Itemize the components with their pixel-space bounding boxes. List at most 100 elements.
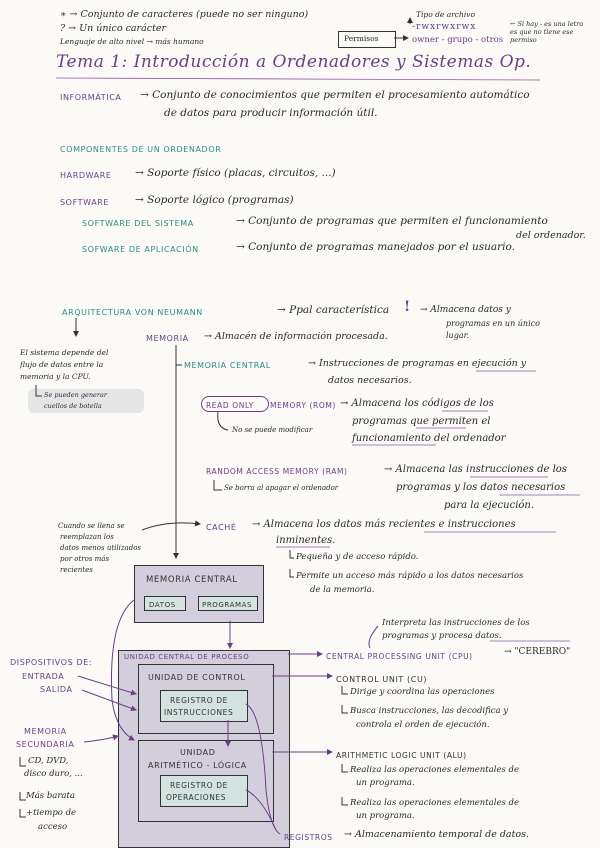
informatica-text2: de datos para producir información útil. xyxy=(164,107,378,119)
diagram-reg-op2: OPERACIONES xyxy=(166,793,227,802)
datos-box xyxy=(144,596,186,611)
rom-text2: programas que permiten el xyxy=(352,416,491,427)
rom-nomod: No se puede modificar xyxy=(232,426,313,434)
mem-central-label: MEMORIA CENTRAL xyxy=(184,361,271,370)
diagram-alu2: ARITMÉTICO - LÓGICA xyxy=(148,761,247,770)
alu-t1: Realiza las operaciones elementales de xyxy=(350,765,520,775)
mem-sec-i3: Más barata xyxy=(26,791,75,801)
side-note-l2: flujo de datos entre la xyxy=(20,360,104,369)
side-note-l1: El sistema depende del xyxy=(20,348,109,357)
sw-sistema-text2: del ordenador. xyxy=(516,230,586,241)
cache-note-l2: reemplazan los xyxy=(60,533,114,541)
cpu-interpreta1: Interpreta las instrucciones de los xyxy=(382,618,530,628)
dispositivos-l1: DISPOSITIVOS DE: xyxy=(10,658,93,667)
diagram-alu1: UNIDAD xyxy=(180,748,216,757)
informatica-text1: → Conjunto de conocimientos que permiten… xyxy=(140,89,530,101)
software-text: → Soporte lógico (programas) xyxy=(135,194,294,206)
hardware-text: → Soporte físico (placas, circuitos, ...… xyxy=(135,167,336,179)
diagram-reg-inst1: REGISTRO DE xyxy=(170,696,228,705)
note-asterisk: ∗ → Conjunto de caracteres (puede no ser… xyxy=(60,9,309,20)
diagram-mem-central: MEMORIA CENTRAL xyxy=(146,575,238,585)
diagram-reg-op1: REGISTRO DE xyxy=(170,781,228,790)
neumann-almacena2: programas en un único xyxy=(446,319,540,328)
mem-sec-i1: CD, DVD, xyxy=(28,756,69,766)
ram-text1: → Almacena las instrucciones de los xyxy=(384,464,567,475)
side-note-l4: Se pueden generar xyxy=(44,391,107,399)
registros-label: REGISTROS xyxy=(284,833,333,842)
note-lenguaje: Lenguaje de alto nivel → más humano xyxy=(60,37,204,46)
programas-box xyxy=(198,596,258,611)
cache-p1: Pequeña y de acceso rápido. xyxy=(296,552,419,562)
alu-t2: un programa. xyxy=(356,778,415,788)
mem-central-text1: → Instrucciones de programas en ejecució… xyxy=(308,358,527,369)
cpu-label: CENTRAL PROCESSING UNIT (CPU) xyxy=(326,652,473,661)
diagram-ucp: UNIDAD CENTRAL DE PROCESO xyxy=(124,653,250,661)
side-note-l5: cuellos de botella xyxy=(44,402,102,410)
permisos-label: Permisos xyxy=(344,34,379,43)
mem-sec-l2: SECUNDARIA xyxy=(16,740,75,749)
rom-read-only: READ ONLY xyxy=(206,401,254,410)
diagram-datos: DATOS xyxy=(149,601,176,609)
mem-sec-i4: +tiempo de xyxy=(26,808,77,818)
cu-t1: Dirige y coordina las operaciones xyxy=(350,687,495,697)
reg-inst-fill xyxy=(160,690,248,722)
cache-note-l1: Cuando se llena se xyxy=(58,522,125,530)
cache-label: CACHÉ xyxy=(206,523,237,532)
mem-sec-i2: disco duro, ... xyxy=(24,769,83,779)
neumann-ppal: → Ppal característica xyxy=(277,304,390,316)
cache-text2: inminentes. xyxy=(276,535,336,546)
dispositivos-l3: SALIDA xyxy=(40,685,73,694)
diagram-reg-inst2: INSTRUCCIONES xyxy=(164,708,234,717)
ram-label: RANDOM ACCESS MEMORY (RAM) xyxy=(206,467,348,476)
si-hay-note: ← Si hay - es una letra es que no tiene … xyxy=(510,20,584,44)
registros-text: → Almacenamiento temporal de datos. xyxy=(344,829,530,840)
componentes-heading: COMPONENTES DE UN ORDENADOR xyxy=(60,145,222,154)
sw-aplicacion-text: → Conjunto de programas manejados por el… xyxy=(236,241,516,253)
sw-aplicacion-label: SOFWARE DE APLICACIÓN xyxy=(82,245,199,254)
mem-central-text2: datos necesarios. xyxy=(328,375,412,386)
ram-text2: programas y los datos necesarios xyxy=(396,482,566,493)
diagram-programas: PROGRAMAS xyxy=(202,601,253,609)
rom-text3: funcionamiento del ordenador xyxy=(352,433,506,444)
rom-label: MEMORY (ROM) xyxy=(270,401,336,410)
neumann-almacena1: → Almacena datos y xyxy=(420,305,511,315)
alu-label: ARITHMETIC LOGIC UNIT (ALU) xyxy=(336,751,467,760)
read-only-oval xyxy=(201,396,269,412)
cache-note-l4: por otros más xyxy=(60,555,110,563)
cache-text1: → Almacena los datos más recientes e ins… xyxy=(252,519,516,530)
rom-text1: → Almacena los códigos de los xyxy=(340,398,494,409)
ram-borra: Se borra al apagar el ordenador xyxy=(224,484,339,492)
mem-sec-i5: acceso xyxy=(38,822,68,832)
diagram-uc: UNIDAD DE CONTROL xyxy=(148,673,246,682)
neumann-almacena3: lugar. xyxy=(446,331,470,340)
dispositivos-l2: ENTRADA xyxy=(22,672,65,681)
neumann-label: ARQUITECTURA VON NEUMANN xyxy=(62,308,203,317)
alu-t3: Realiza las operaciones elementales de xyxy=(350,798,520,808)
reg-op-fill xyxy=(160,775,248,807)
side-note-l3: memoria y la CPU. xyxy=(20,372,91,381)
hardware-label: HARDWARE xyxy=(60,171,112,180)
cache-note-l5: recientes xyxy=(60,566,93,574)
mem-sec-l1: MEMORIA xyxy=(24,727,67,736)
software-label: SOFTWARE xyxy=(60,198,110,207)
memoria-text: → Almacén de información procesada. xyxy=(204,331,388,342)
cu-label: CONTROL UNIT (CU) xyxy=(336,675,428,684)
side-note-highlight xyxy=(28,389,144,413)
sw-sistema-text1: → Conjunto de programas que permiten el … xyxy=(236,215,548,227)
cu-t3: controla el orden de ejecución. xyxy=(356,720,490,730)
mem-central-box-fill xyxy=(134,565,264,623)
page-title: Tema 1: Introducción a Ordenadores y Sis… xyxy=(56,52,532,72)
cpu-cerebro: → "CEREBRO" xyxy=(504,647,571,657)
owner-grupo-otros: owner - grupo - otros xyxy=(412,35,504,45)
mem-central-box xyxy=(134,565,264,623)
rwx-string: -rwxrwxrwx xyxy=(412,22,477,32)
permisos-box xyxy=(338,31,396,48)
cache-p2: Permite un acceso más rápido a los datos… xyxy=(296,571,524,581)
memoria-label: MEMORIA xyxy=(146,334,189,343)
cu-t2: Busca instrucciones, las decodifica y xyxy=(350,706,509,716)
cache-note-l3: datos menos utilizados xyxy=(60,544,142,552)
tipo-archivo: Tipo de archivo xyxy=(416,10,475,19)
cpu-interpreta2: programas y procesa datos. xyxy=(382,631,502,641)
neumann-excl: ! xyxy=(404,299,411,315)
